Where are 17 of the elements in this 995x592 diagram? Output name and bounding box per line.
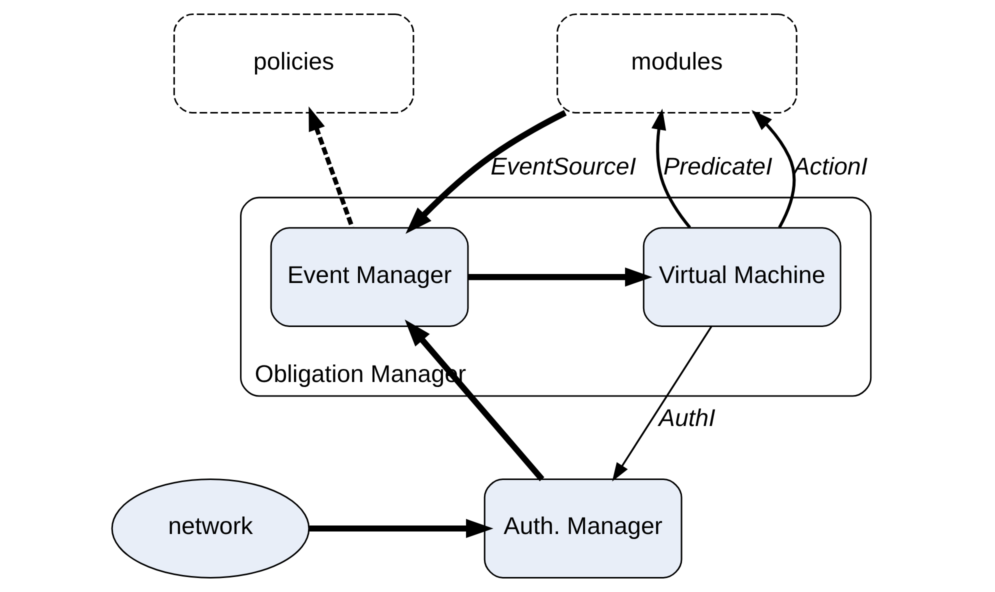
- edge-label: AuthI: [658, 404, 716, 432]
- edge-label: ActionI: [794, 154, 868, 181]
- node-box: Event Manager: [270, 227, 469, 328]
- node-box: policies: [173, 14, 414, 114]
- arrow: [468, 268, 652, 287]
- arrow: [309, 518, 494, 538]
- arrow: [651, 108, 692, 228]
- edge-label: EventSourceI: [490, 154, 636, 181]
- node-ellipse: network: [111, 478, 310, 578]
- arrow: [404, 320, 544, 482]
- arrow: [406, 110, 567, 234]
- node-box: modules: [556, 14, 798, 114]
- edge-label: PredicateI: [663, 154, 772, 181]
- node-box: Auth. Manager: [484, 478, 682, 578]
- arrow: [752, 110, 796, 228]
- node-box: Virtual Machine: [642, 227, 842, 328]
- arrow: [612, 326, 712, 482]
